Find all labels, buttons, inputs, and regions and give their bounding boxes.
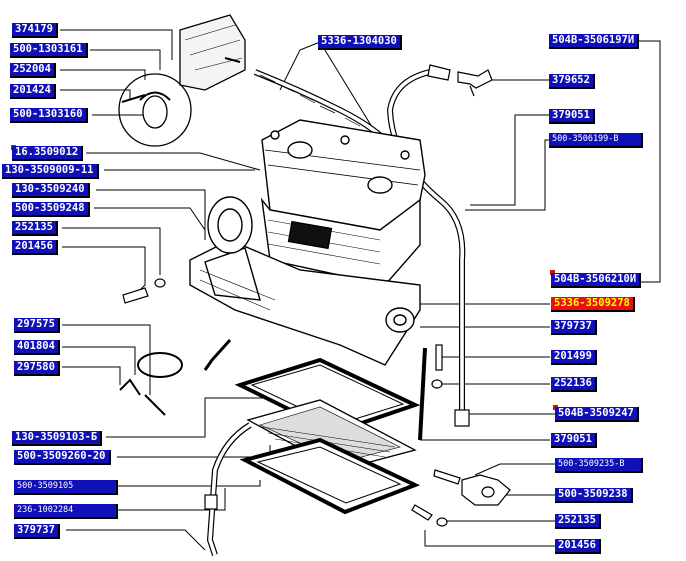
leader-16-3509012 [86, 152, 261, 171]
leader-236-1002284 [117, 488, 226, 511]
leader-252135a [62, 227, 161, 275]
part-label-201456-right[interactable]: 201456 [555, 539, 601, 554]
part-label-500-3509238[interactable]: 500-3509238 [555, 488, 633, 503]
gasket-stack [234, 357, 421, 515]
new-part-marker [550, 270, 555, 275]
part-label-130-3509103-b[interactable]: 130-3509103-Б [12, 431, 103, 446]
part-label-201499[interactable]: 201499 [551, 350, 597, 365]
part-label-374179[interactable]: 374179 [12, 23, 58, 38]
part-label-379051-bottom[interactable]: 379051 [551, 433, 597, 448]
leader-297580 [62, 366, 121, 385]
leader-500-1303161 [90, 49, 161, 70]
fittings-top-right [427, 64, 493, 97]
top-hose [253, 69, 388, 143]
part-label-5336-3509278-selected[interactable]: 5336-3509278 [551, 297, 635, 312]
leader-252004 [60, 69, 146, 80]
part-label-379737-left[interactable]: 379737 [14, 524, 60, 539]
part-label-500-3509235-v[interactable]: 500-3509235-В [555, 458, 643, 473]
leader-374179 [60, 29, 173, 60]
part-label-130-3509240[interactable]: 130-3509240 [12, 183, 90, 198]
leader-201424 [60, 89, 131, 100]
washer-252135a [154, 278, 166, 288]
part-label-130-3509009-11[interactable]: 130-3509009-11 [2, 164, 99, 179]
leader-500-3509235 [474, 463, 556, 476]
part-label-504v-3506197i[interactable]: 504В-3506197И [549, 34, 640, 49]
leader-379051a [470, 114, 550, 206]
part-label-500-1303160[interactable]: 500-1303160 [10, 108, 88, 123]
part-label-16-3509012[interactable]: 16.3509012 [12, 146, 84, 161]
part-label-504v-3506210i[interactable]: 504В-3506210И [551, 273, 642, 288]
part-label-5336-1304030[interactable]: 5336-1304030 [318, 35, 402, 50]
part-label-379737-right[interactable]: 379737 [551, 320, 597, 335]
part-label-379652[interactable]: 379652 [549, 74, 595, 89]
compressor-body [189, 119, 426, 366]
part-label-379051-top[interactable]: 379051 [549, 109, 595, 124]
part-label-252004[interactable]: 252004 [10, 63, 56, 78]
washer-252136 [431, 379, 443, 389]
part-label-504v-3509247[interactable]: 504В-3509247 [555, 407, 639, 422]
part-label-500-3506199-v[interactable]: 500-3506199-В [549, 133, 643, 148]
part-label-236-1002284[interactable]: 236-1002284 [14, 504, 118, 519]
leader-201456a [62, 246, 146, 296]
clamp [137, 352, 183, 378]
leader-401804 [62, 346, 136, 375]
leader-500-3509260 [117, 445, 271, 458]
part-label-252135-left[interactable]: 252135 [12, 221, 58, 236]
leader-500-3506199 [465, 139, 550, 211]
bolt-201499 [435, 344, 443, 371]
leader-500-3509105 [117, 480, 261, 487]
part-label-500-1303161[interactable]: 500-1303161 [10, 43, 88, 58]
leader-130-3509103 [106, 397, 265, 438]
part-label-401804[interactable]: 401804 [14, 340, 60, 355]
bottom-right-fittings [411, 469, 511, 527]
part-label-252136[interactable]: 252136 [551, 377, 597, 392]
leader-500-3509248 [94, 207, 206, 231]
leader-297575 [62, 324, 151, 395]
part-label-500-3509248[interactable]: 500-3509248 [12, 202, 90, 217]
leader-130-3509240 [96, 189, 206, 240]
part-label-500-3509105[interactable]: 500-3509105 [14, 480, 118, 495]
loose-parts [119, 278, 443, 441]
part-label-297575[interactable]: 297575 [14, 318, 60, 333]
leader-500-1303160 [92, 114, 151, 120]
leader-379737a [66, 529, 206, 551]
part-label-201456-left[interactable]: 201456 [12, 240, 58, 255]
part-label-297580[interactable]: 297580 [14, 361, 60, 376]
bolt-201456a [122, 287, 149, 304]
part-label-201424[interactable]: 201424 [10, 84, 56, 99]
part-label-252135-right[interactable]: 252135 [555, 514, 601, 529]
leader-5336-1304030a [279, 41, 321, 91]
leader-201456b [424, 530, 556, 547]
bracket-assembly [118, 14, 246, 147]
bottom-hose [204, 422, 252, 556]
part-label-500-3509260-20[interactable]: 500-3509260-20 [14, 450, 111, 465]
